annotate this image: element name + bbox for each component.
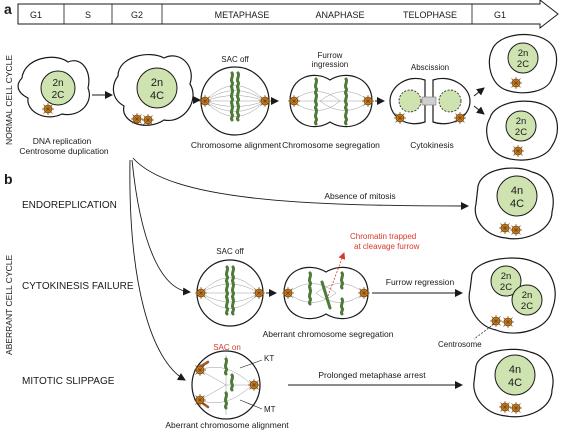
phase-g2: G2 xyxy=(131,10,143,20)
slip-ploidy-c: 4C xyxy=(508,377,522,389)
caption-chromosome-segregation: Chromosome segregation xyxy=(282,140,380,150)
cell-slippage-result xyxy=(473,348,554,418)
mt-pointer xyxy=(239,399,263,410)
label-mitotic-slippage: MITOTIC SLIPPAGE xyxy=(22,376,115,387)
caption-centrosome-duplication: Centrosome duplication xyxy=(19,146,109,156)
label-absence-mitosis: Absence of mitosis xyxy=(324,191,395,201)
phase-metaphase: METAPHASE xyxy=(215,10,270,20)
slip-ploidy-n: 4n xyxy=(509,364,521,376)
label-centrosome: Centrosome xyxy=(438,340,482,349)
panel-a-label: a xyxy=(4,1,12,17)
chromatin-trapped-1: Chromatin trapped xyxy=(350,232,416,241)
centrosome-pointer xyxy=(473,323,495,340)
caption-aberrant-segregation: Aberrant chromosome segregation xyxy=(263,329,394,339)
d2-ploidy-n: 2n xyxy=(516,116,527,127)
caption-dna-replication: DNA replication xyxy=(33,136,92,146)
label-furrow-regression: Furrow regression xyxy=(386,277,455,287)
phase-anaphase: ANAPHASE xyxy=(315,10,364,20)
cyto1-ploidy-n: 2n xyxy=(501,271,512,282)
endo-ploidy-n: 4n xyxy=(511,185,523,197)
label-endoreplication: ENDOREPLICATION xyxy=(22,200,117,211)
cell-cytokinesis xyxy=(389,77,471,125)
cyto2-ploidy-c: 2C xyxy=(521,301,533,312)
arrow-endoreplication xyxy=(132,157,469,210)
furrow-label-2: ingression xyxy=(312,60,348,69)
phase-bar xyxy=(17,0,559,30)
side-label-aberrant: ABERRANT CELL CYCLE xyxy=(4,255,14,355)
endo-ploidy-c: 4C xyxy=(510,198,524,210)
sac-off-normal: SAC off xyxy=(221,55,249,64)
arrow-telo-d2 xyxy=(473,105,485,115)
cell-aberrant-segregation xyxy=(281,266,371,320)
cell-metaphase xyxy=(198,66,272,136)
d1-ploidy-n: 2n xyxy=(518,48,529,59)
cyto1-ploidy-c: 2C xyxy=(500,282,512,293)
phase-telophase: TELOPHASE xyxy=(403,10,457,20)
cell-binucleate xyxy=(468,257,556,334)
kt-pointer xyxy=(239,359,263,369)
chromatin-trapped-2: at cleavage furrow xyxy=(354,242,420,251)
cell-g2 xyxy=(112,54,194,127)
label-mt: MT xyxy=(264,405,276,414)
label-cytokinesis-failure: CYTOKINESIS FAILURE xyxy=(22,281,134,292)
label-prolonged-arrest: Prolonged metaphase arrest xyxy=(318,370,426,380)
caption-cytokinesis: Cytokinesis xyxy=(410,140,453,150)
daughter-cell-1 xyxy=(488,33,558,94)
daughter-cell-2 xyxy=(486,100,558,161)
cell-endoreplicated xyxy=(474,167,554,240)
chromatin-pointer xyxy=(327,252,346,297)
d2-ploidy-c: 2C xyxy=(515,127,527,138)
d1-ploidy-c: 2C xyxy=(517,59,529,70)
c1-ploidy-c: 2C xyxy=(52,90,65,101)
panel-b-label: b xyxy=(4,171,13,187)
caption-chromosome-alignment: Chromosome alignment xyxy=(191,140,282,150)
c1-ploidy-n: 2n xyxy=(52,78,63,89)
arrow-mitotic-slippage xyxy=(129,159,186,381)
cyto2-ploidy-n: 2n xyxy=(522,290,533,301)
sac-off-aberrant: SAC off xyxy=(216,247,244,256)
caption-aberrant-alignment: Aberrant chromosome alignment xyxy=(165,420,289,430)
cell-anaphase xyxy=(287,74,375,128)
c2-ploidy-n: 2n xyxy=(151,77,163,89)
side-label-normal: NORMAL CELL CYCLE xyxy=(4,55,14,145)
c2-ploidy-c: 4C xyxy=(150,90,164,102)
sac-on-label: SAC on xyxy=(213,343,241,352)
cell-metaphase-cf xyxy=(194,259,266,327)
furrow-label-1: Furrow xyxy=(318,51,343,60)
label-kt: KT xyxy=(264,354,274,363)
arrow-telo-d1 xyxy=(473,87,485,97)
arrow-cytokinesis-failure xyxy=(131,159,191,296)
cell-slippage-metaphase xyxy=(191,350,261,420)
cell-g1 xyxy=(17,56,90,118)
phase-g1: G1 xyxy=(30,10,42,20)
phase-g1-end: G1 xyxy=(494,10,506,20)
phase-s: S xyxy=(85,10,91,20)
abscission-label: Abscission xyxy=(411,63,449,72)
